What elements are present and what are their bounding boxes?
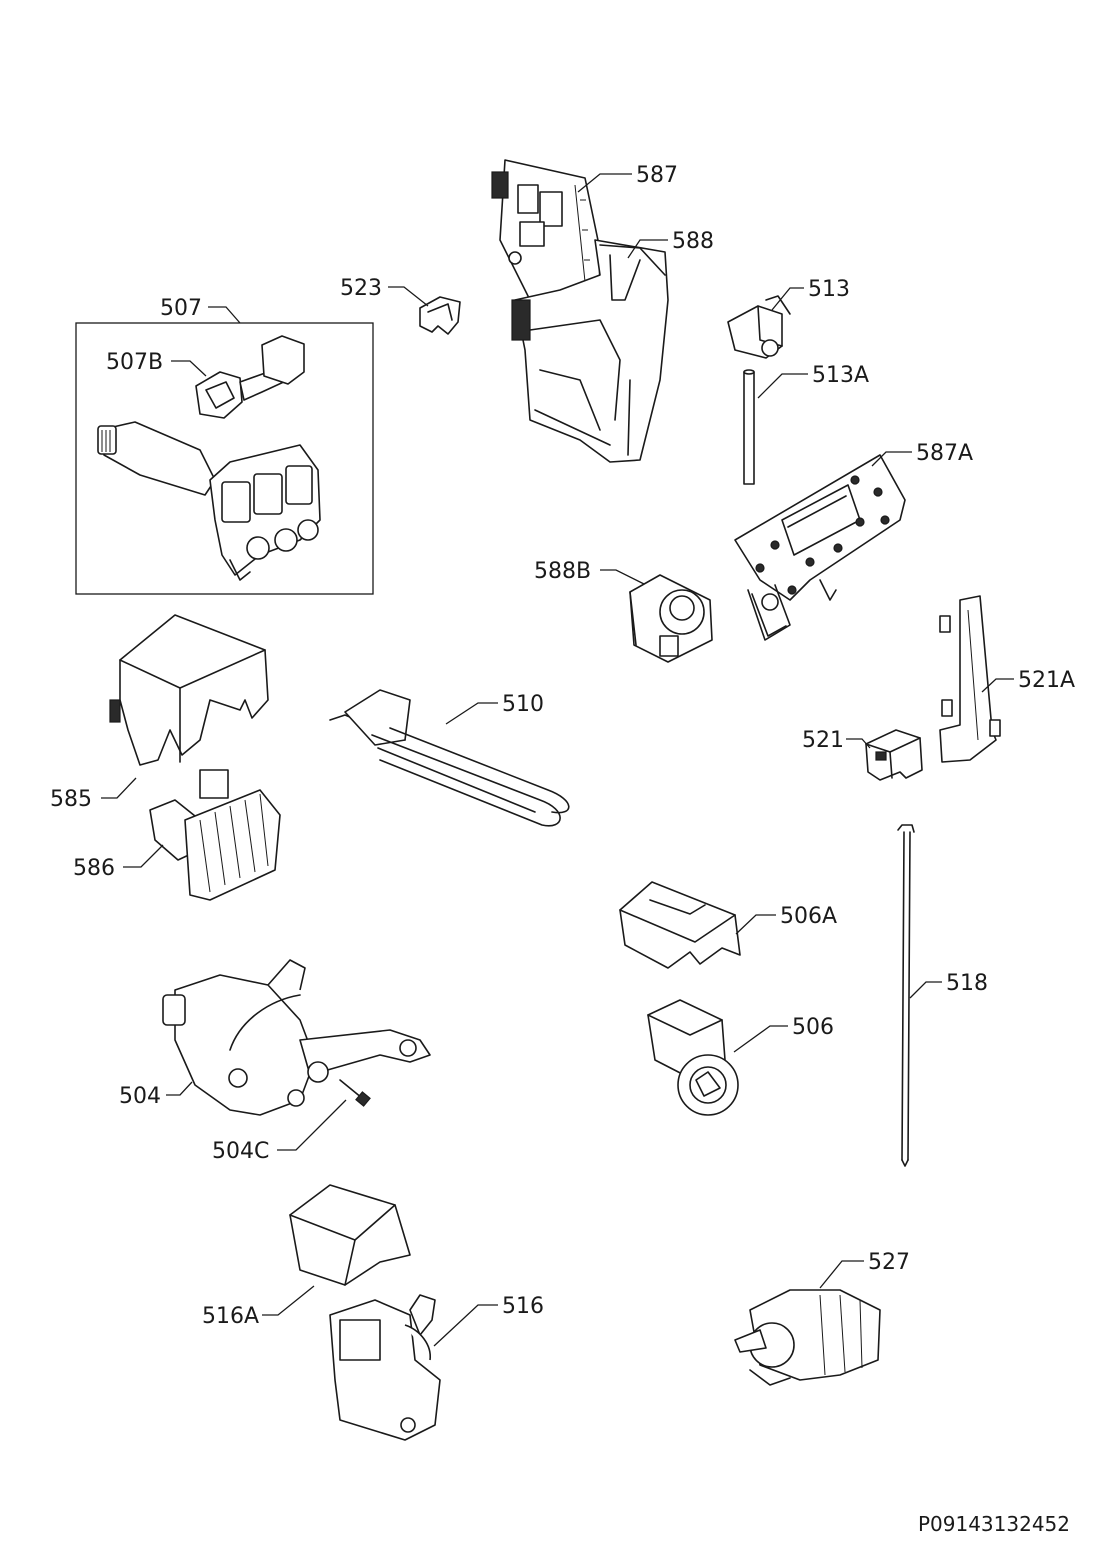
callout-513A: 513A (812, 363, 869, 388)
leader-588B (600, 569, 645, 585)
leader-506 (733, 1025, 788, 1053)
callout-507: 507 (160, 296, 202, 321)
part-516-pump (329, 1294, 441, 1441)
callout-587A: 587A (916, 441, 973, 466)
callout-504C: 504C (212, 1139, 269, 1164)
callout-523: 523 (340, 276, 382, 301)
part-588B-pressure-switch (629, 574, 713, 663)
part-513A-rod (743, 369, 755, 485)
callout-521: 521 (802, 728, 844, 753)
leader-521A (981, 678, 1014, 693)
callout-516A: 516A (202, 1304, 259, 1329)
part-587A-control-board (734, 454, 906, 641)
part-504-motor (162, 959, 431, 1116)
callout-504: 504 (119, 1084, 161, 1109)
part-585-cover (109, 614, 269, 766)
part-507-group-box (75, 322, 374, 595)
leader-516 (433, 1304, 498, 1347)
part-588-board-housing (511, 239, 669, 463)
callout-588: 588 (672, 229, 714, 254)
part-527-circulation-pump (734, 1289, 881, 1386)
part-523-clip (419, 296, 461, 335)
leader-513 (771, 287, 804, 311)
callout-513: 513 (808, 277, 850, 302)
part-513-sensor (727, 295, 791, 359)
part-506-drain-pump (647, 999, 739, 1116)
leader-504C (277, 1099, 347, 1151)
callout-506A: 506A (780, 904, 837, 929)
callout-521A: 521A (1018, 668, 1075, 693)
callout-527: 527 (868, 1250, 910, 1275)
callout-587: 587 (636, 163, 678, 188)
leader-507 (208, 306, 241, 324)
callout-507B: 507B (106, 350, 163, 375)
leader-504 (166, 1081, 193, 1096)
drawing-reference-code: P09143132452 (917, 1512, 1070, 1536)
leader-587 (577, 173, 632, 193)
leader-lines (101, 173, 1014, 1347)
part-516A-cover (289, 1184, 411, 1286)
callout-506: 506 (792, 1015, 834, 1040)
callout-518: 518 (946, 971, 988, 996)
part-507-inlet-valve (97, 421, 321, 581)
part-506A-cover (619, 881, 741, 969)
leader-518 (909, 981, 942, 999)
part-510-heating-element (329, 689, 570, 827)
callout-516: 516 (502, 1294, 544, 1319)
leader-586 (123, 844, 164, 868)
leader-506A (735, 914, 776, 935)
leader-513A (757, 373, 808, 399)
leader-510 (445, 702, 498, 725)
part-507B-bracket (195, 335, 305, 419)
callout-588B: 588B (534, 559, 591, 584)
leader-527 (819, 1260, 864, 1289)
leader-587A (871, 451, 912, 467)
leader-585 (101, 777, 137, 799)
leader-507B (171, 360, 207, 377)
callout-586: 586 (73, 856, 115, 881)
part-521-door-lock (865, 729, 923, 781)
part-521A-rail (939, 595, 1001, 763)
callout-510: 510 (502, 692, 544, 717)
callout-585: 585 (50, 787, 92, 812)
part-518-rod (897, 824, 915, 1167)
leader-516A (262, 1285, 315, 1316)
leader-521 (846, 738, 871, 749)
leader-523 (388, 286, 429, 307)
callout-labels: 587 588 523 513 507 507B 513A 587A 588B … (50, 163, 1075, 1329)
part-586-heat-sink (149, 769, 281, 901)
leader-588 (627, 239, 668, 259)
part-504C-screw (339, 1079, 371, 1107)
